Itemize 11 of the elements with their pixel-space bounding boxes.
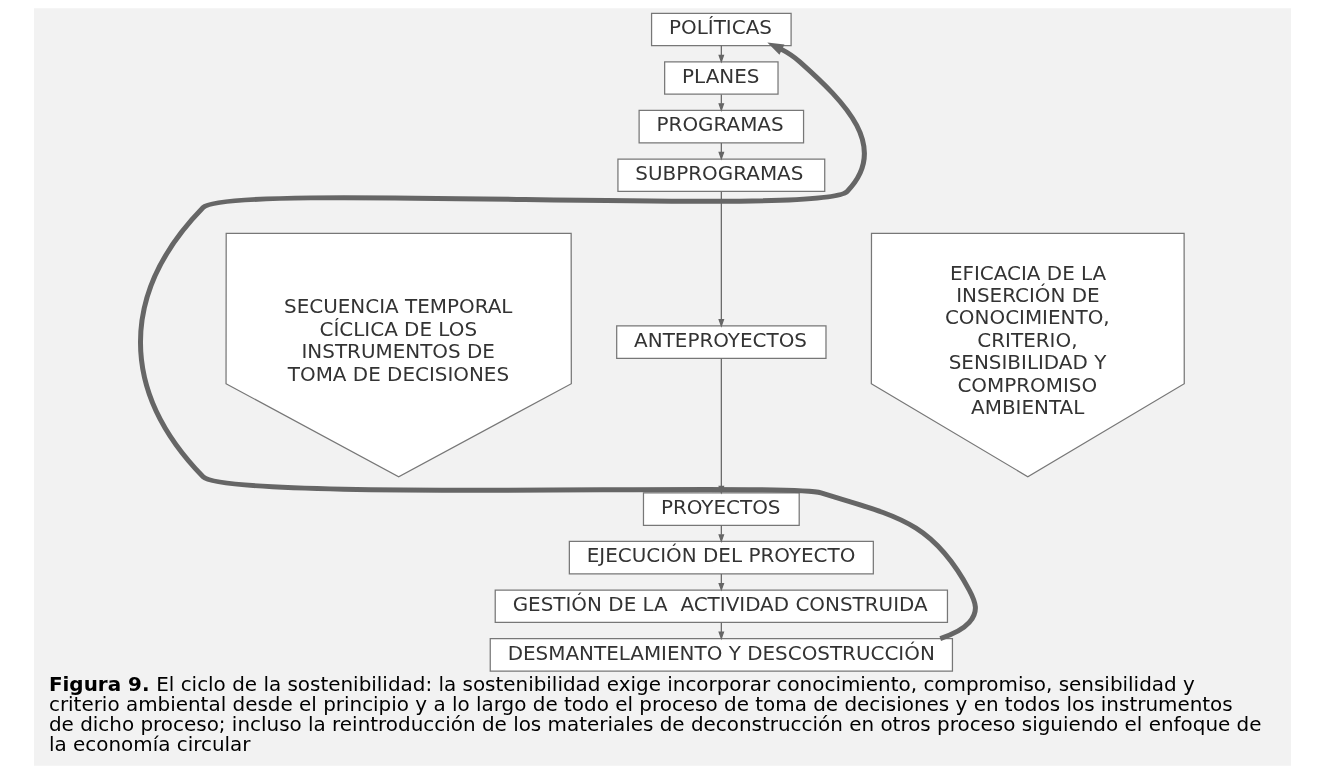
node-box: SUBPROGRAMAS xyxy=(617,158,826,193)
node-box: POLÍTICAS xyxy=(650,12,792,47)
node-box: ANTEPROYECTOS xyxy=(616,325,827,359)
node-box: PROYECTOS xyxy=(642,492,800,526)
node-box: EJECUCIÓN DEL PROYECTO xyxy=(568,540,874,575)
node-box: DESMANTELAMIENTO Y DESCOSTRUCCIÓN xyxy=(489,638,954,672)
caption: Figura 9. El ciclo de la sostenibilidad: la sostenibilidad exige incorporar conocimiento, compromiso, sensibilidad y criterio ambiental desde el principio y a lo largo de todo el proceso de toma de decisiones y en todos los instrumentos de dicho proceso; incluso la reintroducción de los materiales de deconstrucción en otros proceso siguiendo el enfoque de la economía circular xyxy=(48,672,1262,756)
node-box: GESTIÓN DE LA ACTIVIDAD CONSTRUIDA xyxy=(494,589,949,624)
node-box: PLANES xyxy=(664,61,779,95)
arrow xyxy=(718,191,725,328)
node-box: PROGRAMAS xyxy=(638,109,805,144)
